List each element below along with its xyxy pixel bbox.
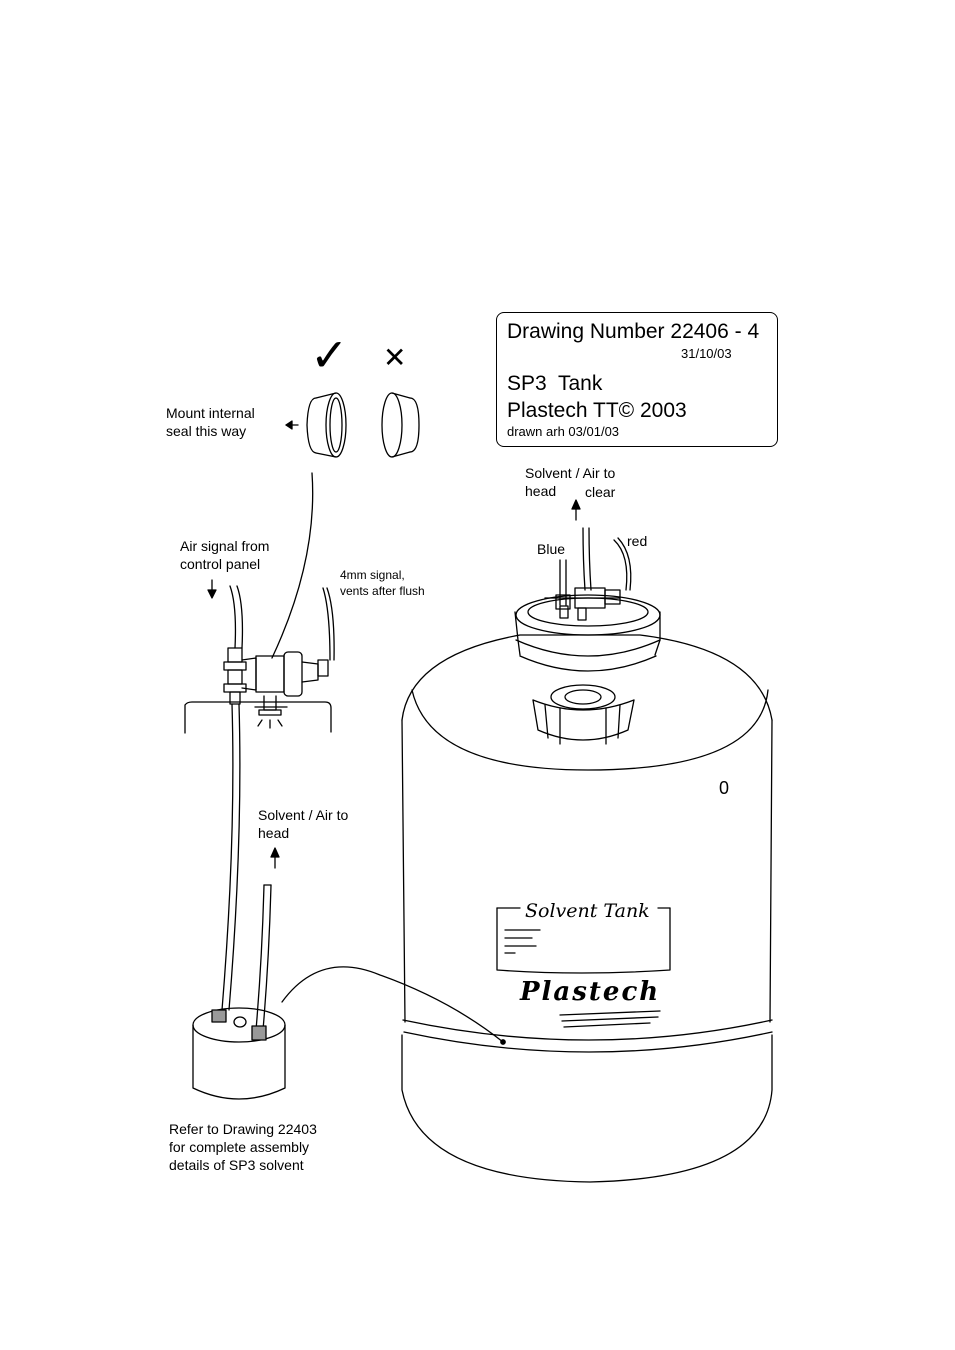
- tank-leader-line: [281, 966, 504, 1043]
- revision-date: 31/10/03: [681, 346, 732, 361]
- tank-label-title: Solvent Tank: [525, 900, 650, 922]
- top-solvent-label-line2: head: [525, 483, 557, 499]
- solvent-tank: [401, 527, 773, 1183]
- refer-note-line3: details of SP3 solvent: [169, 1157, 304, 1173]
- correct-check-icon: ✓: [310, 329, 349, 381]
- model-name: SP3 Tank: [507, 372, 603, 395]
- title-block: Drawing Number 22406 - 4 31/10/03 SP3 Ta…: [496, 312, 778, 447]
- air-signal-label-line2: control panel: [180, 556, 261, 572]
- seal-instruction-line1: Mount internal: [166, 405, 255, 421]
- seal-instruction-line2: seal this way: [166, 423, 247, 439]
- refer-note-line1: Refer to Drawing 22403: [169, 1121, 317, 1137]
- solvent-head-label-line2: head: [258, 825, 290, 841]
- air-valve: [184, 585, 335, 734]
- company-name: Plastech TT© 2003: [507, 399, 687, 422]
- air-line-pipe: [221, 703, 234, 1011]
- tank-mark: 0: [719, 778, 730, 798]
- correct-seal-icon: [306, 392, 347, 458]
- air-line-pipe-inner: [228, 703, 241, 1011]
- drawing-number: Drawing Number 22406 - 4: [507, 320, 760, 343]
- solvent-line-pipe: [255, 884, 265, 1031]
- seal-arrow-head: [285, 420, 293, 430]
- wrong-cross-icon: ✕: [383, 342, 407, 373]
- blue-tube-label: Blue: [537, 541, 566, 557]
- signal-4mm-label-line1: 4mm signal,: [340, 568, 405, 582]
- red-tube-label: red: [627, 533, 648, 549]
- air-signal-label-line1: Air signal from: [180, 538, 270, 554]
- signal-4mm-label-line2: vents after flush: [340, 584, 425, 598]
- refer-note-line2: for complete assembly: [169, 1139, 310, 1155]
- solvent-pump-unit: [192, 1007, 286, 1100]
- top-solvent-label-line1: Solvent / Air to: [525, 465, 616, 481]
- drawn-by: drawn arh 03/01/03: [507, 424, 620, 439]
- tank-brand-logo: Plastech: [520, 977, 661, 1007]
- clear-tube-label: clear: [585, 484, 616, 500]
- seal-leader-line: [271, 472, 314, 659]
- incorrect-seal-icon: [381, 392, 420, 458]
- solvent-line-pipe-inner: [262, 884, 272, 1031]
- solvent-head-label-line1: Solvent / Air to: [258, 807, 349, 823]
